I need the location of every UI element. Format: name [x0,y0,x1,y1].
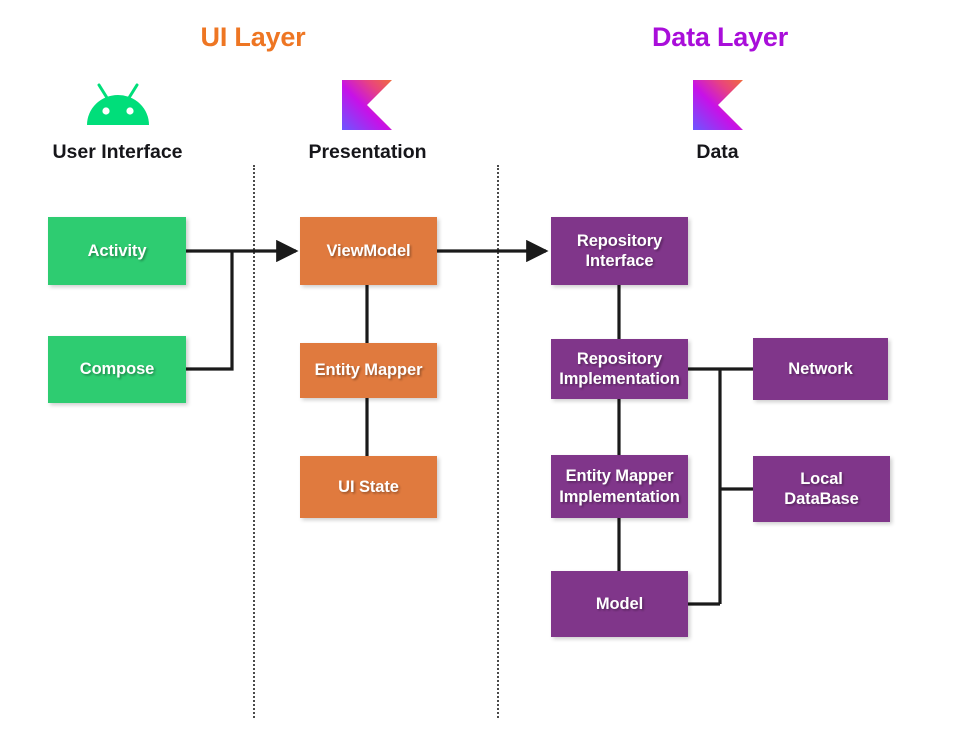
node-compose[interactable]: Compose [48,336,186,403]
node-label: Activity [87,241,147,260]
node-label: Local DataBase [784,469,859,509]
node-viewmodel[interactable]: ViewModel [300,217,437,285]
node-label-line2: DataBase [784,490,859,508]
node-label: Repository Implementation [559,349,680,389]
node-label-line2: Interface [585,252,654,270]
node-label: Repository Interface [577,231,662,271]
node-label-line1: Entity Mapper [565,467,674,486]
connector-compose-to-viewmodel [186,251,234,371]
column-heading-user-interface: User Interface [52,141,183,163]
node-label-line1: Local [800,469,843,488]
android-robot-icon [86,83,150,127]
ui-layer-title: UI Layer [200,22,306,52]
node-label: UI State [338,477,399,496]
kotlin-logo-icon [342,80,392,130]
node-label: Model [595,594,644,613]
node-label-line2: Implementation [559,487,680,506]
layer-divider-ui-presentation [253,165,255,718]
node-entity-mapper[interactable]: Entity Mapper [300,343,437,398]
node-ui-state[interactable]: UI State [300,456,437,518]
node-activity[interactable]: Activity [48,217,186,285]
node-model[interactable]: Model [551,571,688,637]
node-label-line1: Repository [576,349,663,368]
node-label: Compose [79,360,155,379]
node-local-database[interactable]: Local DataBase [753,456,890,522]
node-repository-interface[interactable]: Repository Interface [551,217,688,285]
node-label: Network [788,359,853,378]
column-heading-data: Data [696,141,739,163]
node-label: ViewModel [326,241,411,260]
node-entity-mapper-implementation[interactable]: Entity Mapper Implementation [551,455,688,518]
data-layer-title: Data Layer [651,22,789,52]
node-label-line2: Implementation [559,370,680,388]
node-network[interactable]: Network [753,338,888,400]
node-label-line1: Repository [576,231,663,250]
kotlin-logo-icon [693,80,743,130]
node-repository-implementation[interactable]: Repository Implementation [551,339,688,399]
node-label: Entity Mapper [314,361,423,380]
layer-divider-presentation-data [497,165,499,718]
column-heading-presentation: Presentation [308,141,427,163]
node-label: Entity Mapper Implementation [559,466,680,506]
